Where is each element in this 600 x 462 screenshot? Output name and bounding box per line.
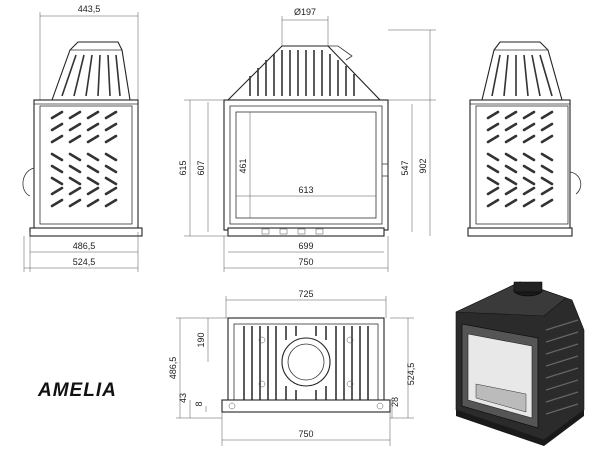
dim-top-bottom-width: 750 — [298, 429, 313, 439]
dim-top-right-small: 28 — [390, 397, 400, 407]
side-view-right — [467, 41, 582, 237]
dim-top-width: 725 — [298, 289, 313, 299]
dim-side-top: 443,5 — [78, 4, 101, 14]
dim-glass-width: 613 — [298, 185, 313, 195]
dim-top-left-tiny: 8 — [194, 401, 204, 406]
dim-side-bottom-outer: 524,5 — [73, 257, 96, 267]
dim-front-height-outer: 615 — [178, 160, 188, 175]
dim-front-bottom-inner: 699 — [298, 241, 313, 251]
dim-top-right-total: 524,5 — [406, 363, 416, 386]
dim-top-left-upper: 190 — [196, 332, 206, 347]
dim-side-bottom-inner: 486,5 — [73, 241, 96, 251]
dim-front-right-outer: 902 — [418, 158, 428, 173]
product-title: AMELIA — [38, 380, 117, 401]
side-view-left: 443,5 — [22, 4, 143, 272]
dim-top-left-small: 43 — [178, 393, 188, 403]
dim-flue: Ø197 — [294, 7, 316, 17]
front-view: Ø197 615 607 461 613 — [178, 7, 436, 272]
dim-front-right-inner: 547 — [400, 160, 410, 175]
dim-top-left-total: 486,5 — [168, 357, 178, 380]
dim-front-bottom-outer: 750 — [298, 257, 313, 267]
top-view: 725 190 486,5 43 8 524,5 — [168, 289, 416, 446]
dim-front-height-inner: 607 — [196, 160, 206, 175]
fireplace-3d-render — [455, 281, 585, 446]
dim-glass-height: 461 — [238, 158, 248, 173]
